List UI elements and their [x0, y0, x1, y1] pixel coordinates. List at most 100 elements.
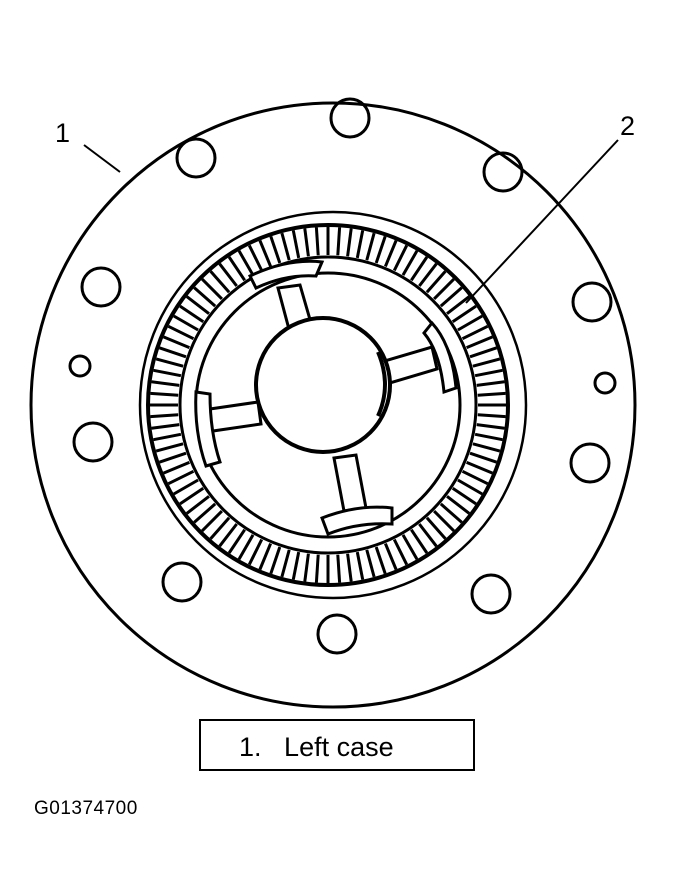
gear-tooth: [346, 553, 353, 582]
gear-tooth: [314, 554, 320, 583]
gear-tooth: [446, 295, 471, 315]
gear-tooth: [433, 278, 455, 300]
gear-tooth: [472, 442, 501, 453]
gear-tooth: [151, 380, 180, 387]
center-bore: [254, 316, 392, 454]
gear-tooth: [201, 278, 223, 300]
gear-tooth: [374, 546, 387, 575]
gear-tooth: [237, 534, 255, 560]
gear-tooth: [384, 239, 398, 267]
legend-box: 1. Left case: [199, 719, 475, 771]
callout-number-2: 2: [620, 111, 636, 141]
gear-tooth: [418, 262, 438, 287]
gear-tooth: [355, 230, 365, 259]
pinion-pads: [194, 259, 458, 536]
gear-tooth: [457, 314, 483, 332]
gear-tooth: [209, 516, 231, 540]
bolt-hole: [175, 137, 217, 179]
gear-tooth: [167, 324, 195, 341]
gear-tooth: [392, 538, 409, 566]
gear-tooth: [365, 549, 376, 578]
ring-gear: [146, 223, 510, 587]
gear-tooth: [150, 391, 179, 397]
gear-tooth: [155, 357, 184, 368]
bolt-hole: [72, 421, 114, 463]
gear-tooth: [392, 244, 409, 272]
bolt-hole: [329, 97, 371, 139]
gear-tooth: [193, 502, 217, 524]
gear-tooth: [193, 286, 217, 308]
bolt-hole: [470, 573, 512, 615]
gear-tooth: [476, 380, 505, 387]
gear-tooth: [247, 244, 264, 272]
gear-tooth: [303, 553, 310, 582]
gear-tooth: [469, 346, 498, 359]
outer-flange-edge: [29, 101, 637, 709]
gear-tooth: [153, 368, 182, 378]
gear-tooth: [336, 227, 342, 256]
gear-tooth: [258, 543, 272, 571]
gear-tooth: [410, 528, 429, 554]
callout-number-1: 1: [55, 118, 71, 148]
bolt-hole: [80, 266, 122, 308]
gear-tooth: [155, 442, 184, 453]
gear-tooth: [477, 391, 506, 397]
bolt-hole: [571, 281, 613, 323]
gear-tooth: [474, 432, 503, 442]
gear-tooth: [425, 516, 447, 540]
gear-tooth: [374, 235, 387, 264]
gear-tooth: [433, 510, 455, 532]
legend-number: 1.: [239, 732, 262, 762]
gear-tooth: [314, 227, 320, 256]
gear-tooth: [346, 228, 353, 257]
gear-tooth: [384, 543, 398, 571]
gear-tooth: [151, 423, 180, 430]
gear-tooth: [401, 534, 419, 560]
leader-line-1: [83, 144, 121, 173]
gear-tooth: [258, 239, 272, 267]
leader-line-2: [465, 139, 619, 304]
bore-shading: [376, 351, 387, 417]
legend-label: Left case: [284, 732, 394, 762]
gear-tooth: [269, 546, 282, 575]
bolt-hole: [569, 442, 611, 484]
gear-tooth: [158, 451, 187, 464]
gear-tooth: [461, 324, 489, 341]
gear-tooth: [457, 478, 483, 496]
gear-tooth: [167, 469, 195, 486]
gear-tooth: [365, 232, 376, 261]
gear-tooth: [477, 413, 506, 419]
gear-tooth: [336, 554, 342, 583]
gear-tooth: [474, 368, 503, 378]
gear-tooth: [269, 235, 282, 264]
gear-tooth: [150, 413, 179, 419]
gear-tooth: [173, 478, 199, 496]
bolt-hole: [316, 613, 358, 655]
gear-tooth: [355, 551, 365, 580]
gear-tooth: [280, 549, 291, 578]
gear-tooth: [218, 262, 238, 287]
gear-tooth: [472, 357, 501, 368]
bolt-holes: [68, 97, 617, 655]
gear-tooth: [158, 346, 187, 359]
gear-tooth: [218, 523, 238, 548]
gear-tooth: [425, 270, 447, 294]
gear-tooth: [291, 230, 301, 259]
figure-id: G01374700: [34, 798, 138, 819]
gear-tooth: [227, 528, 246, 554]
gear-tooth: [446, 495, 471, 515]
gear-tooth: [466, 335, 494, 349]
gear-tooth: [247, 538, 264, 566]
gear-tooth: [303, 228, 310, 257]
gear-tooth: [209, 270, 231, 294]
gear-tooth: [451, 304, 477, 323]
gear-tooth: [185, 295, 210, 315]
gear-tooth: [173, 314, 199, 332]
gear-tooth: [179, 304, 205, 323]
legend-entry: 1. Left case: [239, 732, 394, 763]
bolt-hole: [68, 354, 92, 378]
gear-tooth: [418, 523, 438, 548]
gear-tooth: [461, 469, 489, 486]
gear-tooth: [237, 250, 255, 276]
